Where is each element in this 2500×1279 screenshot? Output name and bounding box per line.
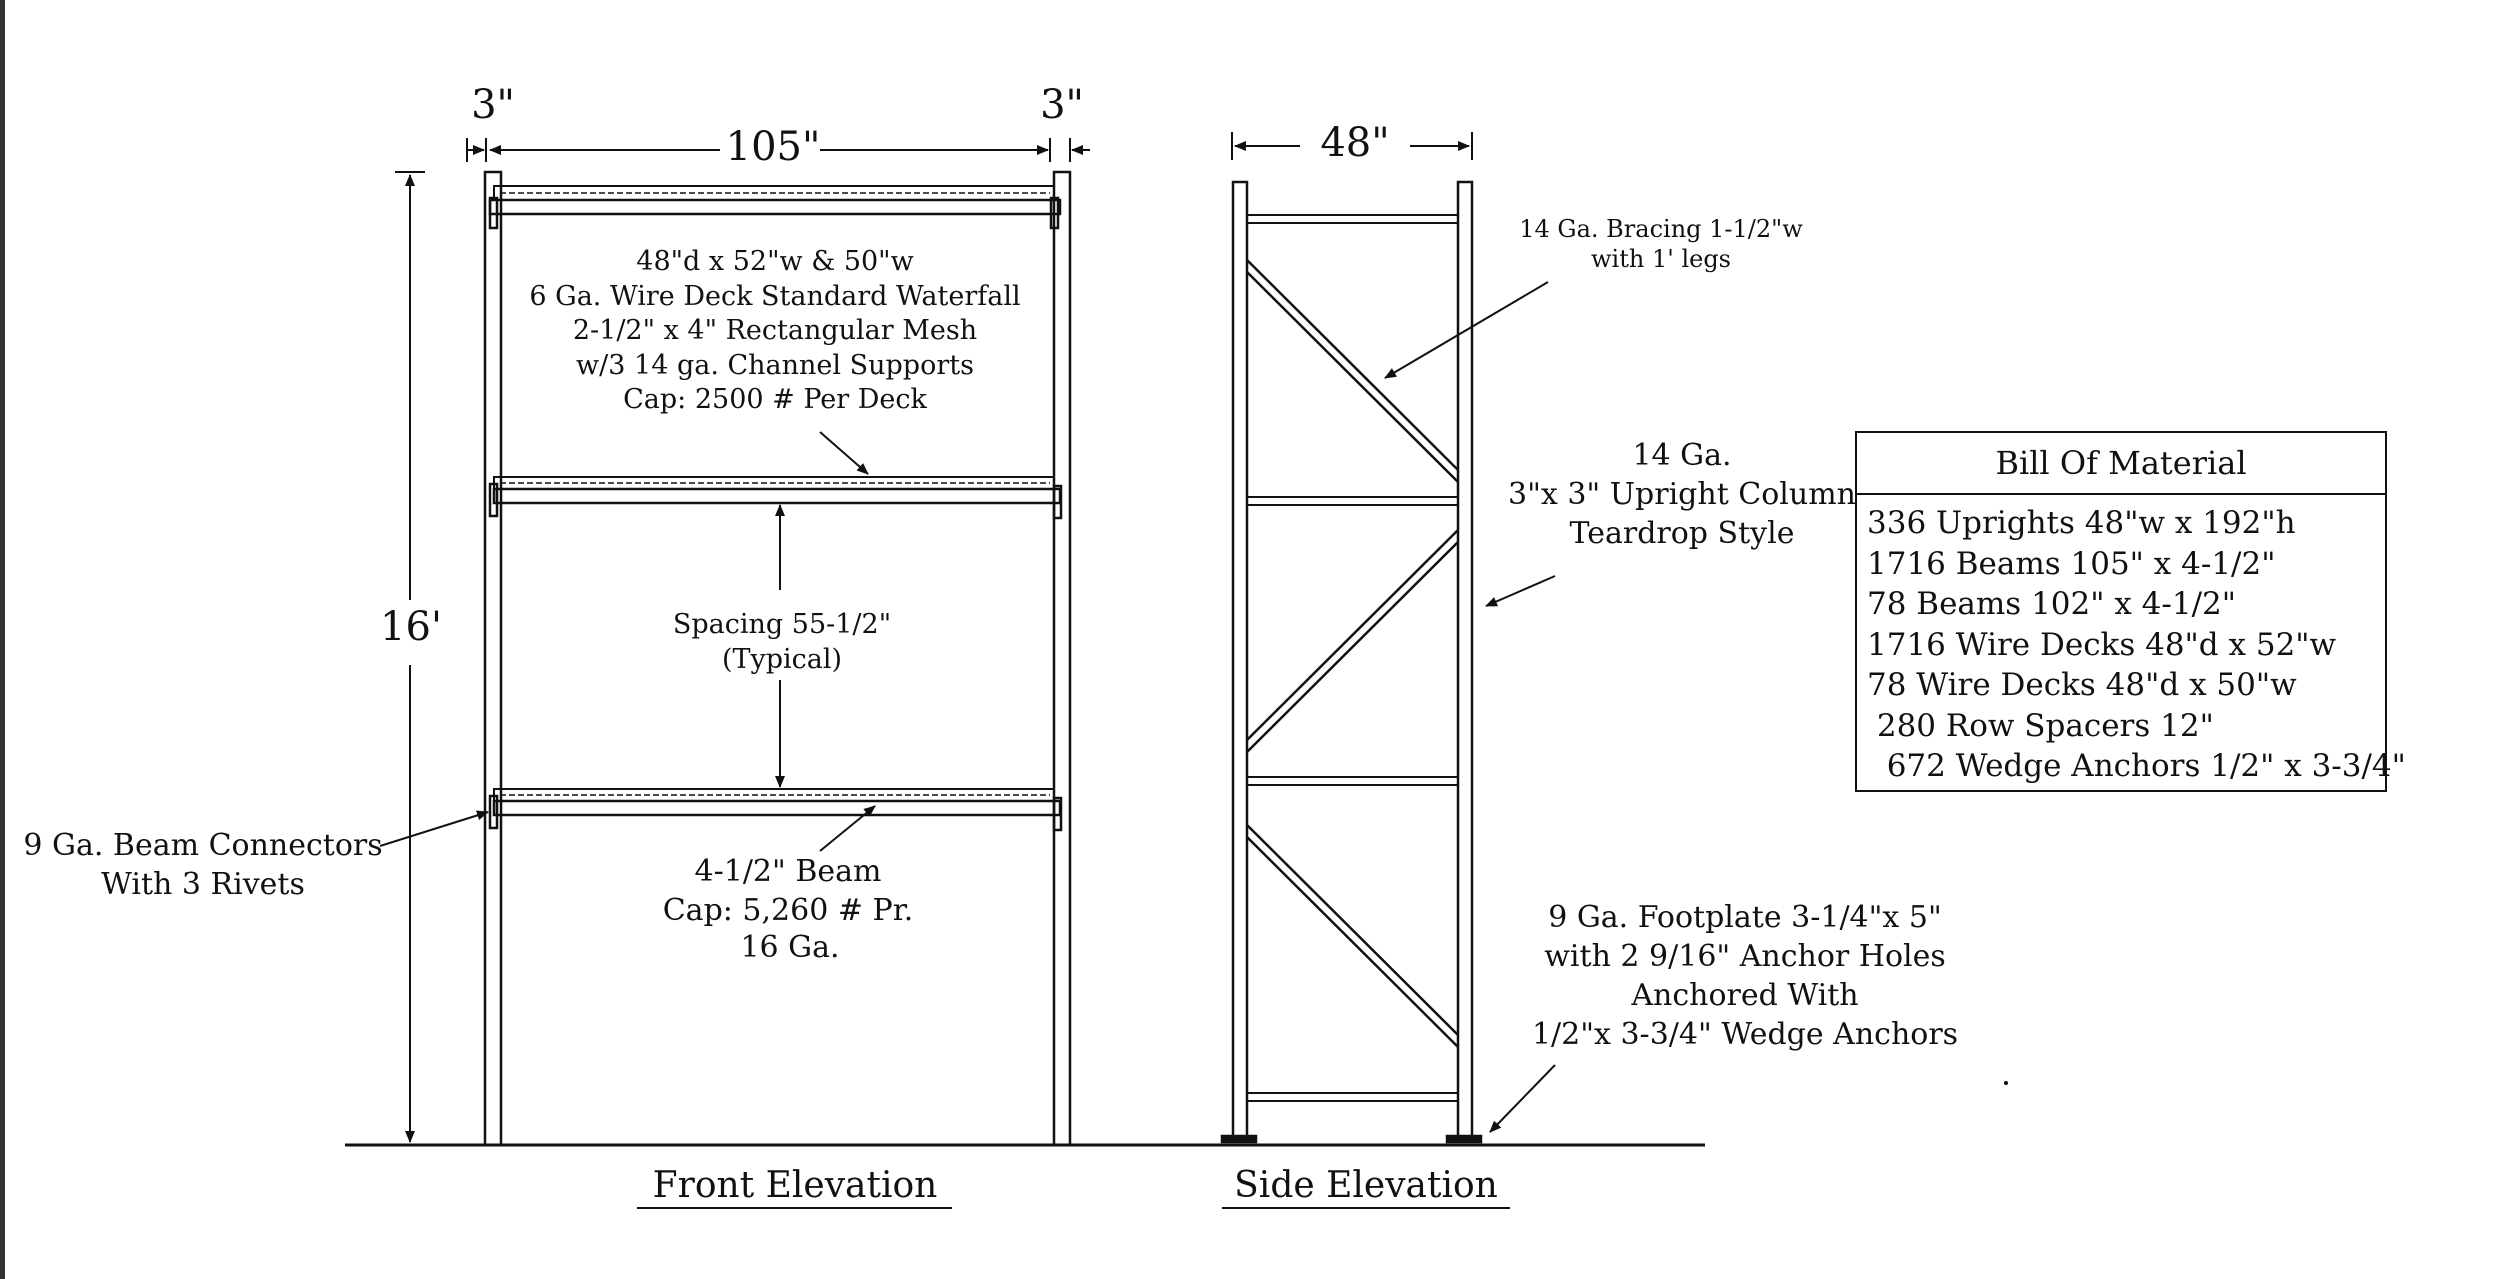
- front-upright-right: [1052, 170, 1072, 1147]
- side-upright-right: [1456, 180, 1474, 1140]
- total-height-label: 16': [380, 604, 442, 650]
- bill-of-material-list: 336 Uprights 48"w x 192"h 1716 Beams 105…: [1857, 495, 2406, 787]
- beam-note: 4-1/2" Beam Cap: 5,260 # Pr.: [662, 854, 914, 928]
- side-dimensions: [1231, 132, 1556, 1133]
- footplate-right: [1445, 1134, 1483, 1144]
- bay-width-label: 105": [725, 124, 821, 170]
- front-dimensions: [379, 138, 1090, 1143]
- bom-item: 336 Uprights 48"w x 192"h: [1867, 505, 2296, 541]
- front-beam-1: [488, 198, 1062, 216]
- side-elevation-title: Side Elevation: [1234, 1165, 1498, 1206]
- side-elevation: [1220, 180, 1483, 1144]
- upright-note: 14 Ga. 3"x 3" Upright Column Teardrop St…: [1507, 438, 1857, 551]
- deck-note: 48"d x 52"w & 50"w 6 Ga. Wire Deck Stand…: [529, 246, 1021, 416]
- bom-item: 1716 Beams 105" x 4-1/2": [1867, 545, 2276, 582]
- front-elevation-title: Front Elevation: [652, 1165, 938, 1206]
- footplate-note: 9 Ga. Footplate 3-1/4"x 5" with 2 9/16" …: [1531, 900, 1959, 1052]
- bill-of-material-table: Bill Of Material 336 Uprights 48"w x 192…: [1855, 431, 2406, 792]
- front-beam-3: [492, 799, 1062, 817]
- bom-item: 280 Row Spacers 12": [1867, 707, 2214, 744]
- bom-item: 78 Beams 102" x 4-1/2": [1867, 586, 2237, 622]
- right-clearance-label: 3": [1040, 82, 1084, 128]
- scan-edge: [0, 0, 5, 1279]
- front-elevation: [483, 170, 1072, 1147]
- connector-note: 9 Ga. Beam Connectors With 3 Rivets: [23, 828, 383, 902]
- beam-gauge-note: 16 Ga.: [740, 930, 840, 965]
- bracing-note: 14 Ga. Bracing 1-1/2"w with 1' legs: [1519, 215, 1803, 273]
- spacing-note: Spacing 55-1/2" (Typical): [672, 609, 892, 675]
- bill-of-material-title: Bill Of Material: [1857, 433, 2385, 495]
- side-upright-left: [1231, 180, 1249, 1140]
- frame-depth-label: 48": [1320, 120, 1390, 166]
- front-beam-2: [492, 487, 1062, 505]
- front-upright-left: [483, 170, 503, 1147]
- bom-item: 1716 Wire Decks 48"d x 52"w: [1867, 626, 2337, 663]
- bom-item: 672 Wedge Anchors 1/2" x 3-3/4": [1867, 748, 2406, 784]
- bom-item: 78 Wire Decks 48"d x 50"w: [1867, 667, 2297, 703]
- footplate-left: [1220, 1134, 1258, 1144]
- left-clearance-label: 3": [471, 82, 515, 128]
